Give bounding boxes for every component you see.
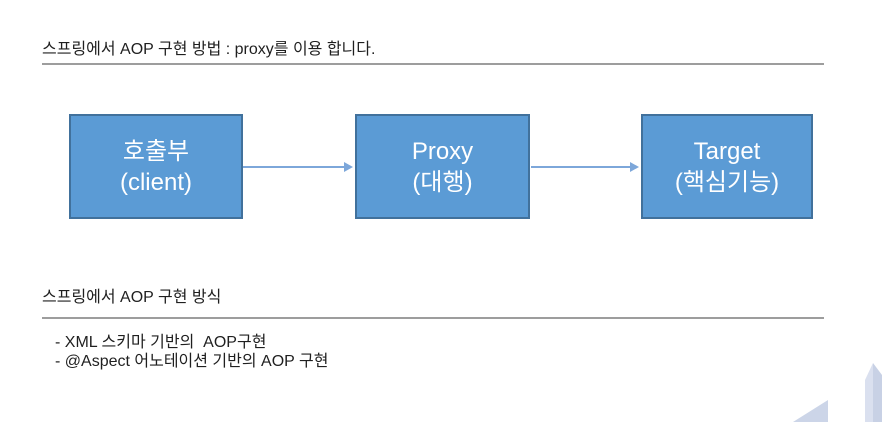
arrow-proxy-to-target	[531, 162, 639, 172]
arrow-shaft	[531, 166, 631, 168]
section-heading-text: 스프링에서 AOP 구현 방식	[42, 289, 222, 306]
arrow-head-icon	[344, 162, 353, 172]
node-client-line2: (client)	[119, 168, 192, 196]
corner-triangle-shape	[793, 400, 828, 422]
corner-strip-right-face	[873, 363, 882, 422]
arrow-client-to-proxy	[243, 162, 353, 172]
arrow-head-icon	[630, 162, 639, 172]
node-proxy-line1: Proxy	[411, 137, 474, 165]
node-target-line2: (핵심기능)	[674, 168, 780, 196]
slide-title: 스프링에서 AOP 구현 방법 : proxy를 이용 합니다.	[42, 40, 824, 65]
node-proxy-line2: (대행)	[412, 168, 473, 196]
diagram-node-target: Target (핵심기능)	[641, 114, 813, 219]
arrow-shaft	[243, 166, 345, 168]
section-heading: 스프링에서 AOP 구현 방식	[42, 288, 824, 319]
bullet-item-aspect-annotation: - @Aspect 어노테이션 기반의 AOP 구현	[55, 353, 329, 370]
bullet-list: - XML 스키마 기반의 AOP구현 - @Aspect 어노테이션 기반의 …	[55, 333, 328, 371]
corner-strip-left-face	[865, 363, 873, 422]
diagram-node-proxy: Proxy (대행)	[355, 114, 530, 219]
slide-title-text: 스프링에서 AOP 구현 방법 : proxy를 이용 합니다.	[42, 41, 376, 58]
node-target-line1: Target	[693, 137, 761, 165]
diagram-node-client: 호출부 (client)	[69, 114, 243, 219]
corner-decoration	[793, 363, 882, 422]
bullet-item-xml-schema: - XML 스키마 기반의 AOP구현	[55, 334, 267, 351]
node-client-line1: 호출부	[122, 137, 190, 165]
